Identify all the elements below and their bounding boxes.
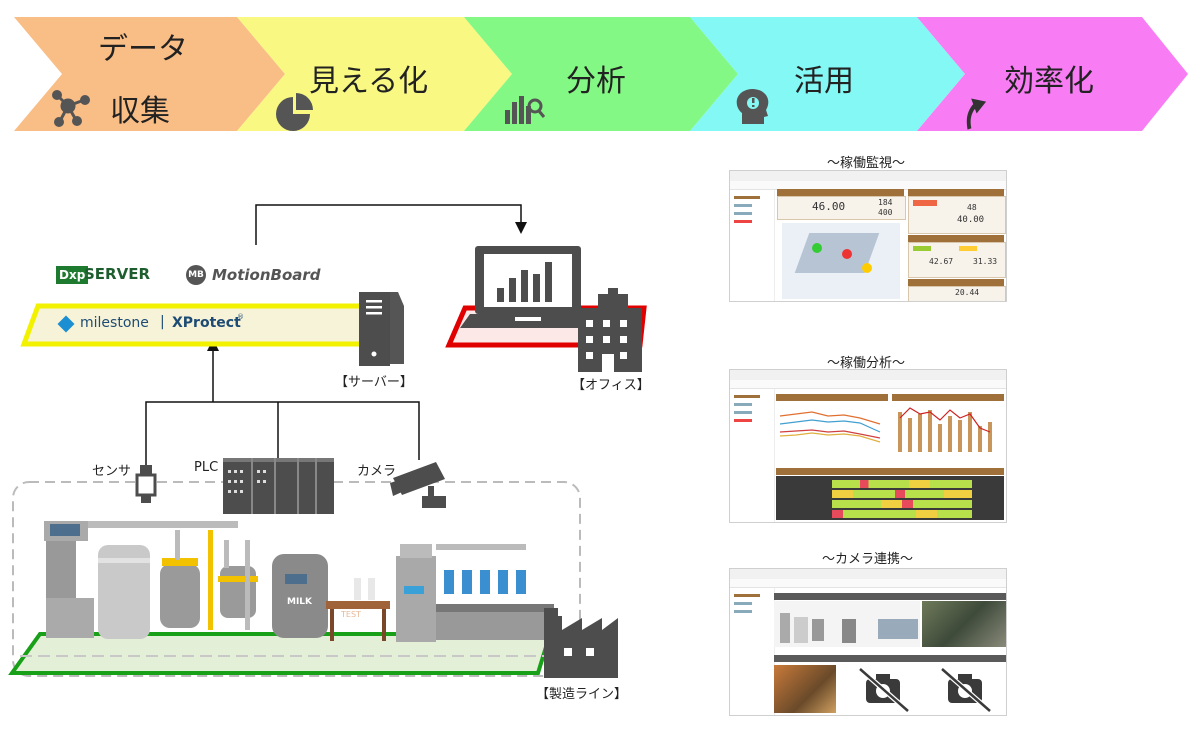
step-1-label-line1: データ (98, 32, 188, 67)
analysis-line-chart (779, 411, 881, 443)
camera-label: カメラ (357, 464, 397, 479)
analysis-heatmap (776, 476, 1004, 520)
camera-off-icon (858, 667, 910, 713)
analysis-screenshot (729, 369, 1007, 523)
monitor-value-6: 42.67 (929, 257, 954, 266)
up-arrow-icon (966, 98, 987, 130)
xprotect-registered-mark: ® (237, 313, 244, 321)
laptop-icon (460, 246, 596, 328)
office-label: 【オフィス】 (572, 378, 650, 393)
analysis-bar-chart (898, 407, 992, 452)
monitor-value-1: 46.00 (812, 200, 846, 213)
factory-icon (544, 608, 618, 678)
production-line-label: 【製造ライン】 (536, 687, 628, 702)
xprotect-logo: XProtect (172, 315, 241, 331)
sensor-icon (135, 465, 157, 503)
step-3-label: 分析 (566, 64, 626, 99)
logo-divider: | (160, 314, 165, 330)
monitor-value-3: 400 (878, 208, 893, 217)
plc-label: PLC (194, 460, 219, 475)
camera-live-feed (922, 601, 1006, 647)
camera-screenshot (729, 568, 1007, 716)
step-2-label: 見える化 (309, 64, 429, 99)
monitor-value-2: 184 (878, 198, 893, 207)
monitor-screenshot: 46.00 184 400 48 40.00 42.67 31.33 20.44 (729, 170, 1007, 302)
camera-icon (390, 462, 446, 508)
device-bus (145, 401, 420, 465)
monitor-value-5: 40.00 (957, 215, 985, 225)
camera-robot-feed (774, 665, 836, 713)
sensor-label: センサ (92, 464, 132, 479)
step-1-label-line2: 収集 (110, 94, 170, 129)
analysis-screen-title: ～稼働分析～ (827, 356, 906, 371)
plc-icon (223, 458, 334, 514)
milestone-logo: milestone (80, 315, 149, 331)
pie-chart-icon (276, 93, 313, 131)
factory-3d-view (782, 223, 900, 299)
motionboard-logo: MotionBoard (212, 266, 321, 284)
line-floor (8, 632, 553, 675)
camera-line-view (774, 601, 920, 647)
bar-search-icon (505, 96, 546, 124)
dxp-server-logo: SERVER (84, 265, 151, 283)
test-desk-text: TEST (341, 610, 361, 619)
production-line (44, 521, 554, 642)
process-banner (14, 17, 1188, 131)
server-icon (359, 292, 404, 366)
monitor-value-7: 31.33 (973, 257, 998, 266)
network-icon (52, 90, 90, 127)
dxp-logo-mark: Dxp (56, 266, 89, 284)
server-label: 【サーバー】 (335, 375, 413, 390)
camera-screen-title: ～カメラ連携～ (822, 552, 914, 567)
monitor-value-4: 48 (967, 203, 977, 212)
milk-tank-text: MILK (287, 597, 313, 607)
monitor-screen-title: ～稼働監視～ (827, 156, 906, 171)
server-office-connector (255, 204, 527, 245)
motionboard-mark: MB (186, 265, 206, 285)
monitor-value-8: 20.44 (955, 288, 980, 297)
step-3-arrow (464, 17, 738, 131)
factory-area (12, 481, 581, 677)
step-5-label: 効率化 (1004, 64, 1094, 99)
step-4-label: 活用 (794, 64, 854, 99)
camera-off-icon-2 (940, 667, 992, 713)
system-diagram (8, 204, 647, 678)
head-idea-icon (736, 89, 769, 124)
office-building-icon (578, 288, 642, 372)
